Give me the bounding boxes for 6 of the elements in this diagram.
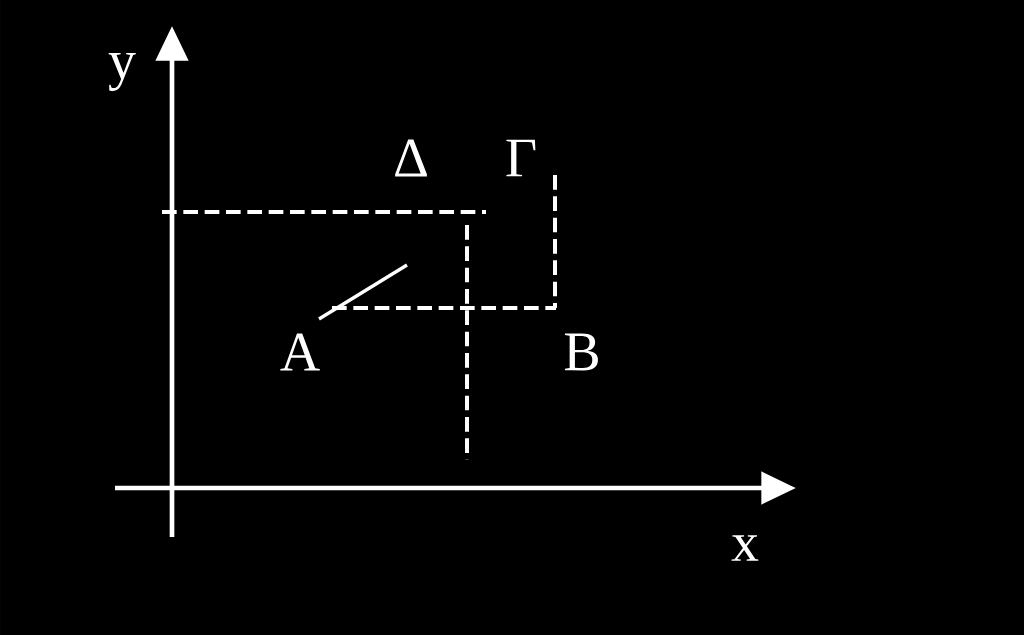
point-label: y: [108, 53, 136, 91]
point-label: A: [280, 333, 320, 371]
point-label: Γ: [506, 139, 536, 177]
point-label: x: [731, 535, 759, 561]
point-label: Δ: [395, 139, 427, 177]
point-label: B: [564, 333, 598, 371]
